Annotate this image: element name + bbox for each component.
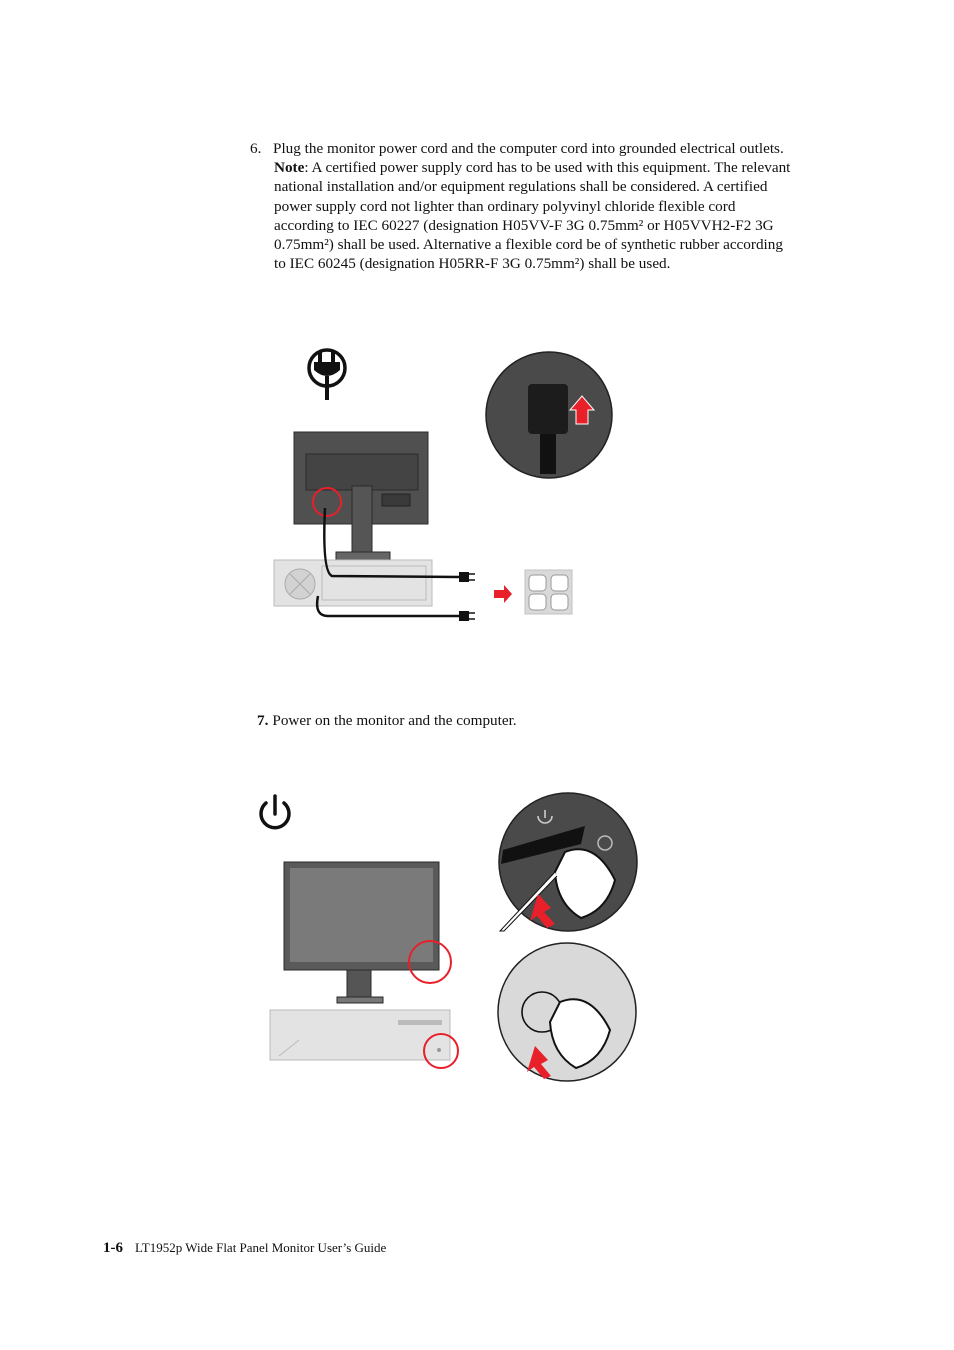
step-7-instruction: Power on the monitor and the computer. [272, 712, 517, 729]
note-line-2: national installation and/or equipment r… [274, 178, 768, 196]
step-7: 7.Power on the monitor and the computer. [257, 711, 517, 730]
power-port-highlight [312, 487, 342, 517]
monitor-back-illustration [293, 431, 429, 563]
arrow-right-icon [494, 585, 512, 603]
monitor-button-zoom [498, 792, 638, 932]
cable-plug-1 [459, 572, 475, 582]
power-cord-illustration [273, 348, 613, 621]
step-6: 6. Plug the monitor power cord and the c… [250, 139, 860, 273]
page-number: 1-6 [103, 1240, 123, 1256]
note-line-6: to IEC 60245 (designation H05RR-F 3G 0.7… [274, 255, 671, 273]
computer-front-illustration [269, 1009, 451, 1061]
computer-illustration [273, 559, 433, 607]
step-6-note: Note: A certified power supply cord has … [274, 158, 860, 273]
note-line-4: according to IEC 60227 (designation H05V… [274, 216, 774, 234]
plug-icon [307, 348, 347, 400]
monitor-power-cable [323, 507, 461, 579]
note-line-3: power supply cord not lighter than ordin… [274, 197, 736, 215]
step-6-number: 6. [250, 140, 262, 157]
cable-plug-2 [459, 611, 475, 621]
computer-power-cable [315, 595, 460, 618]
step-6-instruction: Plug the monitor power cord and the comp… [273, 140, 784, 157]
power-icon [259, 794, 291, 830]
monitor-front-illustration [283, 861, 440, 1004]
step-7-number: 7. [257, 712, 269, 729]
computer-button-zoom [497, 942, 637, 1082]
power-connector-zoom [485, 351, 613, 479]
computer-power-button-highlight [423, 1033, 459, 1069]
page-footer: 1-6 LT1952p Wide Flat Panel Monitor User’… [103, 1240, 386, 1257]
note-line-1: : A certified power supply cord has to b… [304, 159, 791, 177]
note-line-5: 0.75mm²) shall be used. Alternative a fl… [274, 236, 783, 254]
monitor-power-button-highlight [408, 940, 452, 984]
wall-outlet-icon [524, 569, 573, 615]
note-label: Note [274, 159, 305, 177]
power-on-illustration [259, 792, 638, 1082]
document-title: LT1952p Wide Flat Panel Monitor User’s G… [135, 1240, 387, 1255]
